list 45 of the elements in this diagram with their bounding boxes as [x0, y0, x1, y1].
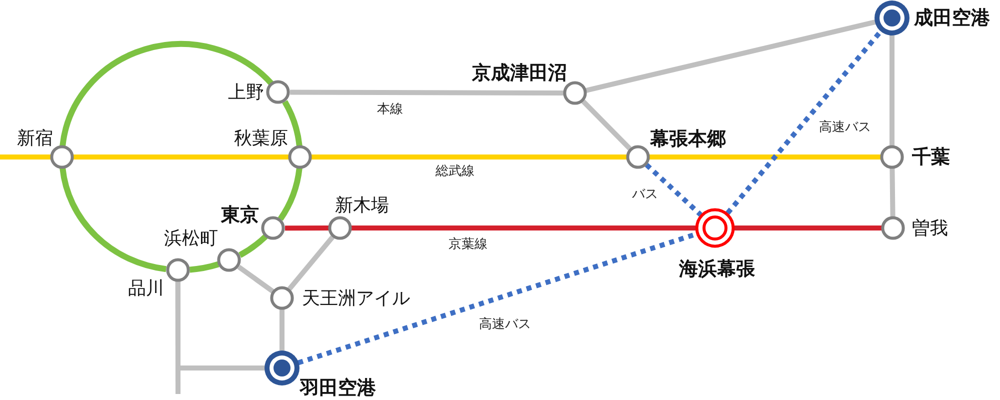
rail-line	[60, 41, 274, 146]
rail-line	[74, 154, 288, 160]
station-name: 曽我	[912, 218, 948, 240]
station-name: 成田空港	[914, 7, 990, 29]
rail-line	[890, 35, 894, 146]
rail-line	[312, 154, 626, 160]
edge-label: 高速バス	[819, 120, 871, 136]
rail-line	[581, 99, 632, 151]
rail-line	[352, 226, 696, 230]
rail-line	[282, 100, 302, 146]
edge-label: 本線	[377, 102, 403, 118]
station-name: 上野	[228, 82, 264, 104]
rail-line	[280, 310, 284, 351]
rail-line	[0, 154, 50, 160]
station-name: 品川	[128, 278, 164, 300]
rail-line	[650, 154, 880, 160]
rail-line	[586, 19, 876, 93]
rail-line	[278, 168, 302, 221]
rail-line	[287, 235, 335, 291]
bus-route-line	[644, 162, 702, 217]
rail-line	[890, 168, 896, 217]
station-name: 浜松町	[164, 228, 218, 250]
station-name: 京成津田沼	[472, 62, 567, 84]
station-name: 海浜幕張	[679, 258, 755, 280]
rail-line	[290, 90, 564, 96]
station-name: 秋葉原	[234, 128, 288, 150]
edge-label: 総武線	[436, 164, 474, 180]
edge-label: 高速バス	[479, 317, 531, 333]
station-name: 東京	[221, 204, 259, 226]
rail-line	[60, 168, 167, 272]
rail-line	[285, 226, 328, 231]
station-name: 千葉	[912, 146, 950, 168]
rail-line	[175, 282, 180, 394]
station-name: 天王洲アイル	[302, 288, 410, 310]
station-name: 幕張本郷	[650, 128, 726, 150]
station-name: 新木場	[335, 195, 389, 217]
rail-line	[189, 261, 220, 273]
bus-route-line	[726, 29, 883, 215]
rail-line	[238, 234, 268, 258]
edge-label: 京葉線	[448, 237, 488, 253]
station-name: 羽田空港	[300, 377, 376, 399]
rail-line	[237, 264, 274, 294]
rail-line	[734, 226, 882, 230]
edge-label: バス	[632, 187, 658, 203]
station-name: 新宿	[17, 128, 53, 150]
